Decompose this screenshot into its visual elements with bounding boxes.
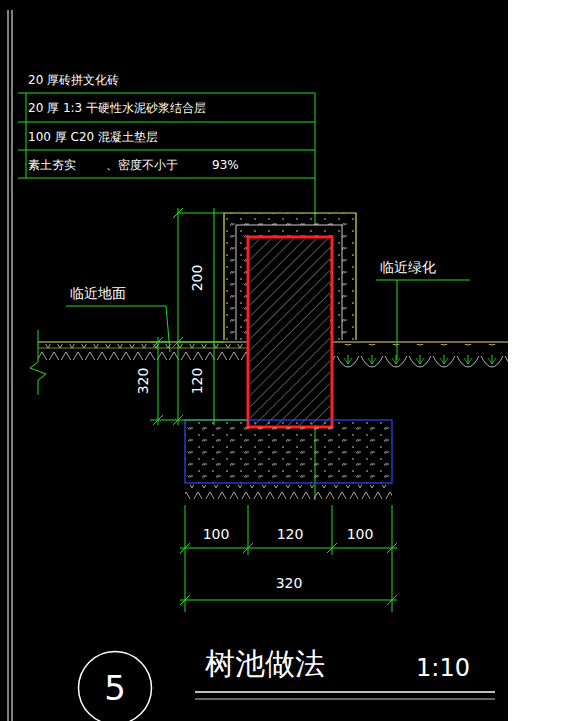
layer-note: 20 厚砖拼文化砖 xyxy=(28,74,119,86)
layer-note: 20 厚 1:3 干硬性水泥砂浆结合层 xyxy=(28,102,206,114)
dimension-text: 320 xyxy=(276,576,303,590)
scale-text: 1:10 xyxy=(416,656,470,680)
dimension-text: 100 xyxy=(203,527,230,541)
layer-note: 、密度不小于 xyxy=(106,159,178,171)
callout-label: 临近地面 xyxy=(70,286,126,300)
dimension-text: 120 xyxy=(277,527,304,541)
drawing-title: 树池做法 xyxy=(205,649,325,679)
dimension-text: 320 xyxy=(136,368,150,395)
layer-note: 素土夯实 xyxy=(28,159,76,171)
detail-circle: 5 xyxy=(77,650,153,721)
dimension-text: 200 xyxy=(190,265,204,292)
layer-note: 93% xyxy=(212,159,239,171)
dimension-text: 120 xyxy=(190,368,204,395)
callout-label: 临近绿化 xyxy=(380,260,436,274)
dimension-text: 100 xyxy=(347,527,374,541)
detail-number: 5 xyxy=(104,671,126,705)
layer-note: 100 厚 C20 混凝土垫层 xyxy=(28,131,158,143)
